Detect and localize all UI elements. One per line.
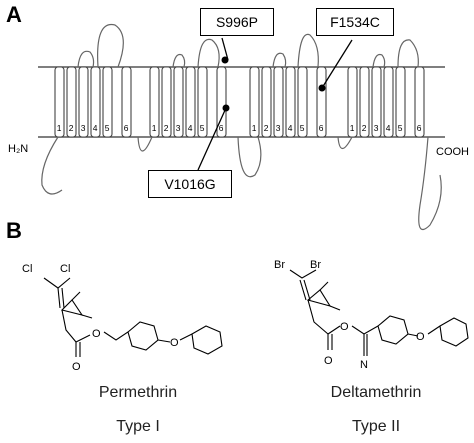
segment-label-d2-s4: 4 [188,123,193,133]
tm-segment-d4-s1 [347,66,358,138]
tm-segment-d3-s5 [297,66,308,138]
f1534c-site-dot [318,84,326,92]
c-terminus-tail [418,136,442,230]
segment-label-d3-s1: 1 [252,123,257,133]
loop-1-2 [137,136,153,152]
segment-label-d2-s5: 5 [200,123,205,133]
panel-label-b: B [6,218,22,243]
pore-loop-3 [297,33,319,68]
s3-s4-loop-4 [372,53,386,68]
tm-segment-d1-s4 [90,66,101,138]
tm-segment-d2-s6 [216,66,227,138]
tm-segment-d3-s4 [285,66,296,138]
segment-label-d2-s2: 2 [164,123,169,133]
c-terminus-label: COOH [436,146,469,158]
deltamethrin-br-2: Br [310,259,321,271]
loop-3-4 [337,136,353,150]
segment-label-d4-s6: 6 [417,123,422,133]
segment-label-d3-s6: 6 [319,123,324,133]
tm-segment-d2-s3 [173,66,184,138]
compound-type-deltamethrin: Type II [351,418,401,435]
segment-label-d4-s4: 4 [386,123,391,133]
segment-label-d4-s3: 3 [374,123,379,133]
compound-type-permethrin: Type I [116,418,160,435]
intracellular-loops [41,23,442,230]
deltamethrin-ether-o: O [416,331,425,343]
tm-segment-d1-s3 [78,66,89,138]
segment-label-d1-s2: 2 [69,123,74,133]
segment-label-d1-s5: 5 [105,123,110,133]
segment-label-d3-s4: 4 [288,123,293,133]
segment-label-d1-s1: 1 [57,123,62,133]
tm-segment-d4-s2 [359,66,370,138]
permethrin-cl-1: Cl [22,263,32,275]
segment-label-d1-s6: 6 [124,123,129,133]
permethrin-ester-o: O [92,328,101,340]
s3-s4-loop-1 [77,50,95,68]
tm-segment-d4-s6 [414,66,425,138]
tm-segment-d1-s6 [121,66,132,138]
tm-segment-d4-s4 [383,66,394,138]
segment-label-d3-s5: 5 [300,123,305,133]
segment-label-d4-s1: 1 [350,123,355,133]
segment-label-d4-s5: 5 [398,123,403,133]
compound-name-deltamethrin: Deltamethrin [330,384,422,401]
permethrin-cl-2: Cl [60,263,70,275]
tm-segment-d3-s3 [273,66,284,138]
n-terminus-tail [41,136,63,195]
tm-segment-d2-s5 [197,66,208,138]
panel-label-a: A [6,2,22,27]
tm-segment-d3-s1 [249,66,260,138]
deltamethrin-nitrile-n: N [360,359,368,371]
tm-segment-d1-s1 [54,66,65,138]
pore-loop-2 [197,38,220,68]
tm-segment-d1-s2 [66,66,77,138]
s3-s4-loop-2 [172,53,186,68]
deltamethrin-carbonyl-o: O [324,355,333,367]
s3-s4-loop-3 [272,52,287,68]
tm-segment-d4-s3 [371,66,382,138]
permethrin-ether-o: O [170,337,179,349]
n-terminus-label: H₂N [8,143,29,155]
segment-label-d3-s2: 2 [264,123,269,133]
tm-segment-d4-s5 [395,66,406,138]
deltamethrin-br-1: Br [274,259,285,271]
v1016g-site-dot [222,104,230,112]
mutation-label-f1534c: F1534C [316,8,394,36]
segment-label-d4-s2: 2 [362,123,367,133]
permethrin-carbonyl-o: O [72,361,81,373]
pore-loop-4 [397,39,419,68]
permethrin-structure [43,277,223,357]
tm-segment-d2-s1 [149,66,160,138]
tm-segment-d2-s2 [161,66,172,138]
deltamethrin-structure [289,269,469,356]
f1534c-connector [321,39,353,89]
segment-label-d2-s6: 6 [219,123,224,133]
v1016g-connector [197,107,227,171]
compound-name-permethrin: Permethrin [98,384,178,401]
segment-label-d3-s3: 3 [276,123,281,133]
tm-segment-d3-s2 [261,66,272,138]
segment-label-d2-s3: 3 [176,123,181,133]
tm-segment-d1-s5 [102,66,113,138]
mutation-label-s996p: S996P [200,8,274,36]
mutation-label-v1016g: V1016G [148,170,232,198]
s996p-connector [221,37,229,61]
segment-label-d1-s4: 4 [93,123,98,133]
deltamethrin-ester-o: O [340,321,349,333]
tm-segment-d2-s4 [185,66,196,138]
segment-label-d2-s1: 1 [152,123,157,133]
pore-loop-1 [97,23,124,68]
loop-2-3 [237,136,262,178]
segment-label-d1-s3: 3 [81,123,86,133]
s996p-site-dot [221,56,229,64]
